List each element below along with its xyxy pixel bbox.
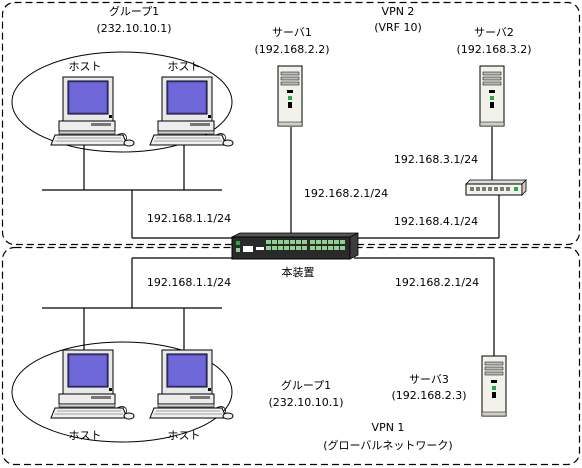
vpn1-net-right: 192.168.2.1/24 [395, 276, 479, 289]
vpn2-net-server2: 192.168.3.1/24 [394, 153, 478, 166]
server3-name: サーバ3 [409, 373, 449, 386]
vpn2-group-address: (232.10.10.1) [96, 22, 171, 35]
vpn2-group-ellipse [11, 51, 233, 153]
vpn2-subtitle: (VRF 10) [374, 21, 422, 34]
device-label: 本装置 [282, 265, 315, 279]
vpn2-title: VPN 2 [382, 5, 415, 18]
vpn2-host2-pc-icon [149, 76, 234, 147]
vpn1-host1-label: ホスト [69, 429, 102, 442]
connection-lines [42, 127, 500, 356]
server1-tower-icon [277, 65, 303, 127]
vpn2-host1-label: ホスト [69, 60, 102, 73]
hub-icon [465, 179, 527, 196]
server2-name: サーバ2 [474, 26, 514, 39]
vpn2-net-left: 192.168.1.1/24 [147, 212, 231, 225]
vpn1-host2-pc-icon [149, 349, 234, 420]
vpn1-host2-label: ホスト [168, 429, 201, 442]
vpn1-group-name: グループ1 [281, 378, 331, 392]
vpn1-net-left: 192.168.1.1/24 [147, 276, 231, 289]
device-ports [266, 240, 345, 250]
vpn2-group-name: グループ1 [109, 4, 159, 18]
server2-address: (192.168.3.2) [456, 43, 531, 56]
server3-tower-icon [481, 355, 507, 417]
server1-name: サーバ1 [272, 26, 312, 39]
vpn1-subtitle: (グローバルネットワーク) [323, 438, 452, 452]
server2-tower-icon [479, 65, 505, 127]
vpn2-net-server1: 192.168.2.1/24 [304, 187, 388, 200]
vpn2-net-hub: 192.168.4.1/24 [394, 215, 478, 228]
server3-address: (192.168.2.3) [391, 389, 466, 402]
main-device-icon [231, 232, 359, 260]
vpn1-group-ellipse [11, 341, 233, 443]
vpn1-title: VPN 1 [372, 421, 405, 434]
vpn1-group-address: (232.10.10.1) [268, 396, 343, 409]
vpn1-host1-pc-icon [50, 349, 135, 420]
server1-address: (192.168.2.2) [254, 43, 329, 56]
vpn2-host1-pc-icon [50, 76, 135, 147]
vpn2-host2-label: ホスト [168, 60, 201, 73]
